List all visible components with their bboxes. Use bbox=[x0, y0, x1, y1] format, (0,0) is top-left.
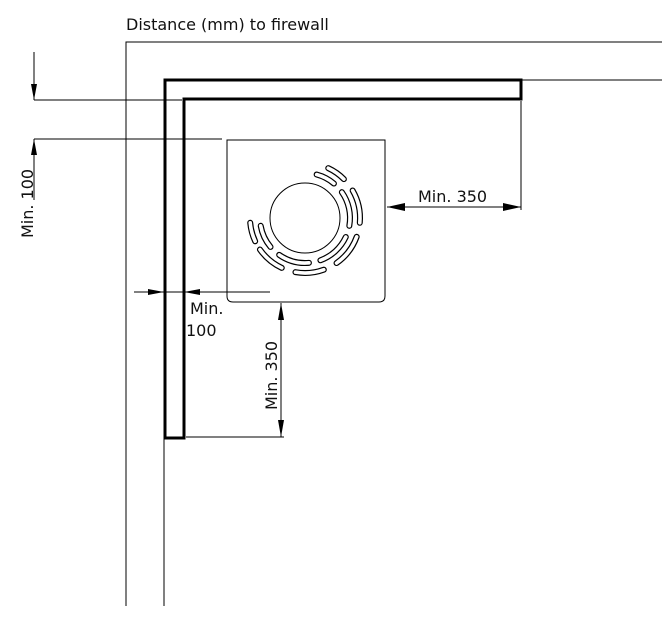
dimension-left-label-1: Min. bbox=[190, 299, 223, 318]
wall-plate bbox=[163, 78, 523, 440]
vent-slot-inner bbox=[314, 172, 336, 186]
dimension-right-label: Min. 350 bbox=[418, 187, 487, 206]
firewall-outline bbox=[125, 41, 662, 606]
dimension-bottom: Min. 350 bbox=[186, 303, 284, 438]
vent-slot-inner bbox=[258, 224, 273, 249]
vent-slot-inner bbox=[293, 267, 326, 275]
vent-slot-inner bbox=[340, 190, 352, 228]
vent-slot-inner bbox=[318, 235, 348, 263]
dimension-left-label-2: 100 bbox=[186, 321, 217, 340]
vent-slot-inner bbox=[258, 247, 284, 270]
dimension-right: Min. 350 bbox=[387, 101, 522, 211]
stove bbox=[226, 139, 386, 303]
vent-slot-inner bbox=[350, 188, 362, 225]
stove-body bbox=[226, 139, 386, 303]
dimension-bottom-label: Min. 350 bbox=[262, 341, 281, 410]
vent-slot-inner bbox=[248, 220, 257, 244]
stove-door-circle bbox=[269, 182, 341, 254]
inner-wall-outline bbox=[163, 79, 662, 606]
vent-slot-inner bbox=[326, 166, 346, 181]
vent-slot-inner bbox=[277, 253, 311, 265]
dimension-top-label: Min. 100 bbox=[18, 169, 37, 238]
dimension-top: Min. 100 bbox=[18, 52, 222, 238]
diagram-title: Distance (mm) to firewall bbox=[126, 15, 329, 34]
dimension-left: Min. 100 bbox=[134, 289, 270, 340]
vent-slot-inner bbox=[334, 235, 359, 265]
stove-vent-slots bbox=[247, 165, 363, 276]
